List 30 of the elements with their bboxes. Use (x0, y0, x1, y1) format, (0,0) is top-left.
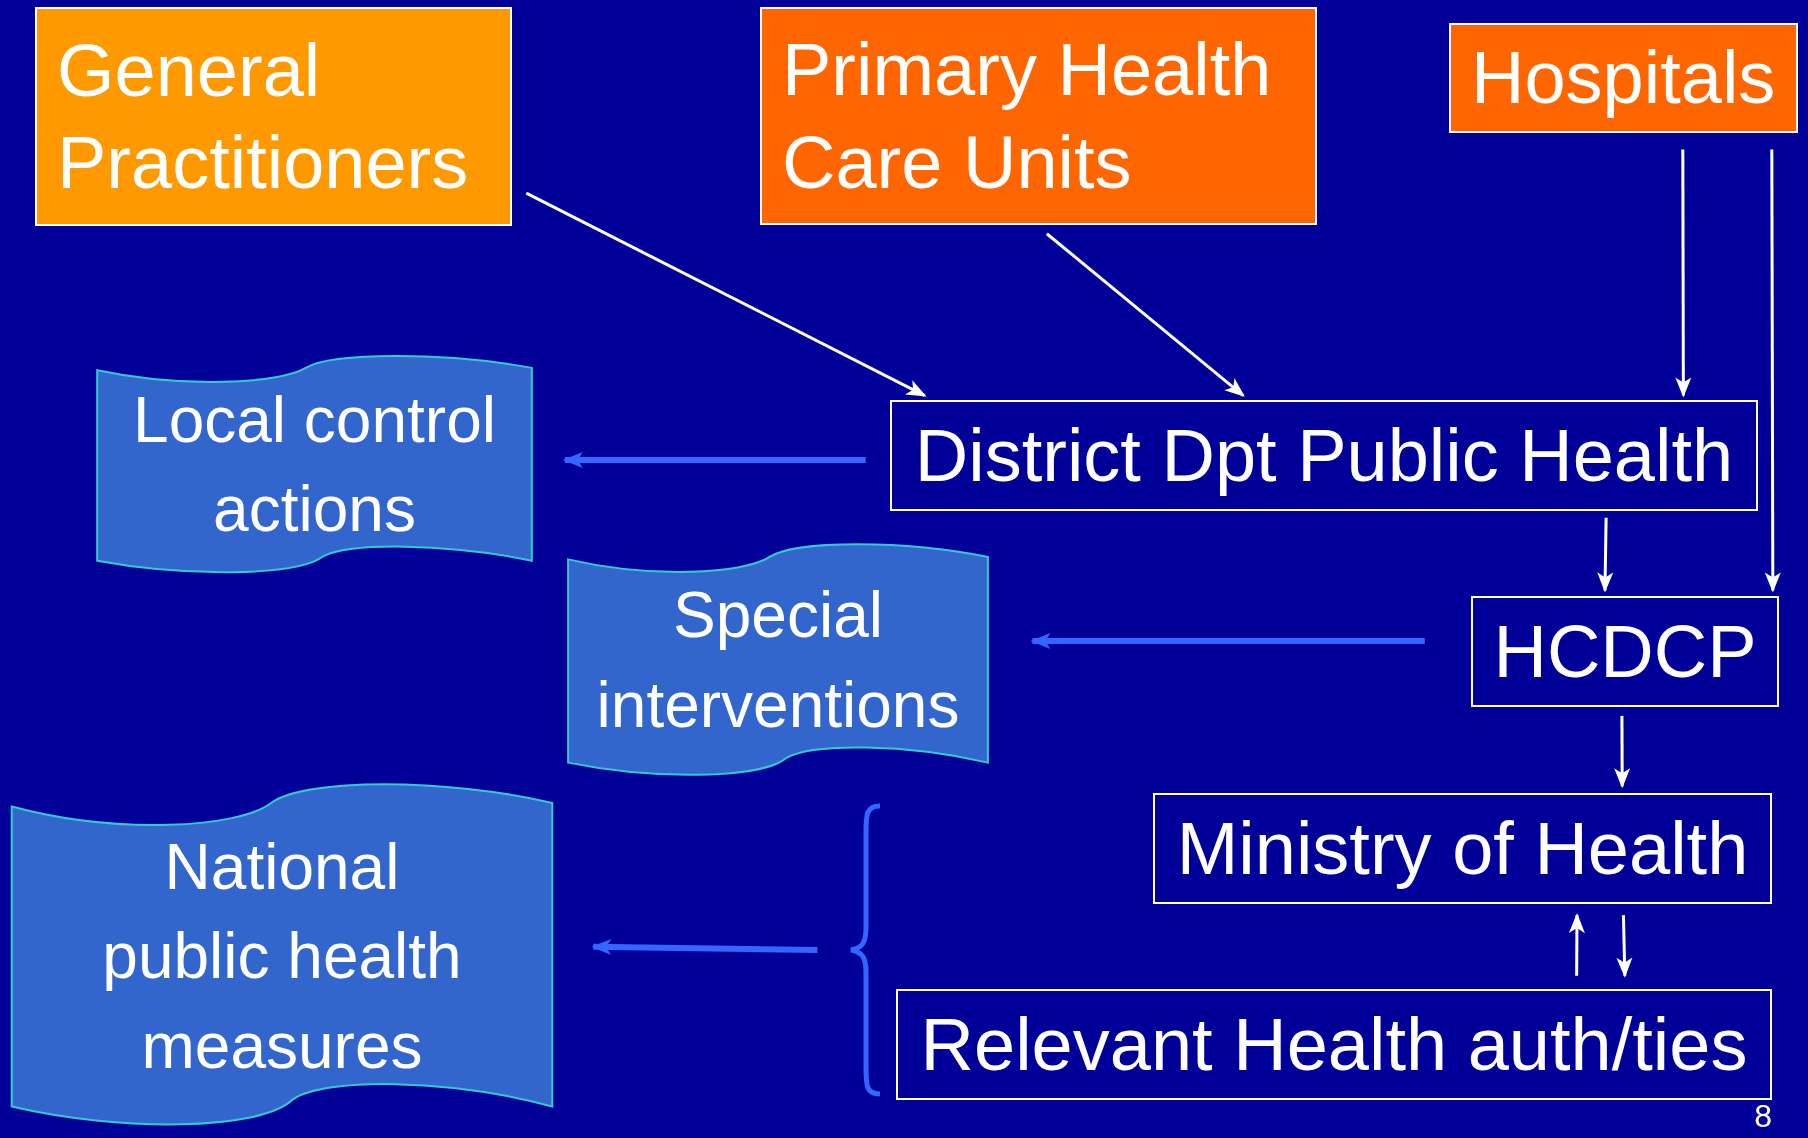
arrow (525, 191, 927, 397)
arrow (1764, 149, 1781, 593)
provider-box (35, 7, 512, 226)
arrow (1675, 149, 1692, 398)
process-box (1471, 596, 1779, 707)
arrow (562, 452, 866, 469)
arrow (591, 939, 818, 956)
arrow (1597, 517, 1614, 593)
curly-brace (848, 803, 882, 1097)
provider-box (1449, 23, 1798, 133)
node-label: District Dpt Public Health (914, 412, 1734, 499)
arrow (1030, 632, 1425, 649)
node-label: Hospitals (1471, 34, 1777, 121)
node-label: HCDCP (1493, 608, 1757, 695)
node-label: National public health measures (101, 829, 463, 1084)
node-label: Local control actions (132, 382, 497, 548)
process-box (1153, 793, 1772, 904)
arrow (1045, 232, 1245, 397)
provider-box (760, 7, 1317, 225)
arrow (1568, 913, 1585, 976)
arrow (1616, 915, 1633, 978)
node-label: Special interventions (595, 578, 961, 743)
page-number: 8 (1754, 1100, 1772, 1132)
process-box (890, 400, 1758, 511)
node-label: Relevant Health auth/ties (920, 1001, 1748, 1088)
node-label: Primary Health Care Units (782, 26, 1273, 205)
node-label: General Practitioners (57, 27, 470, 206)
process-box (896, 989, 1772, 1100)
arrow (1614, 715, 1631, 789)
node-label: Ministry of Health (1176, 805, 1749, 892)
